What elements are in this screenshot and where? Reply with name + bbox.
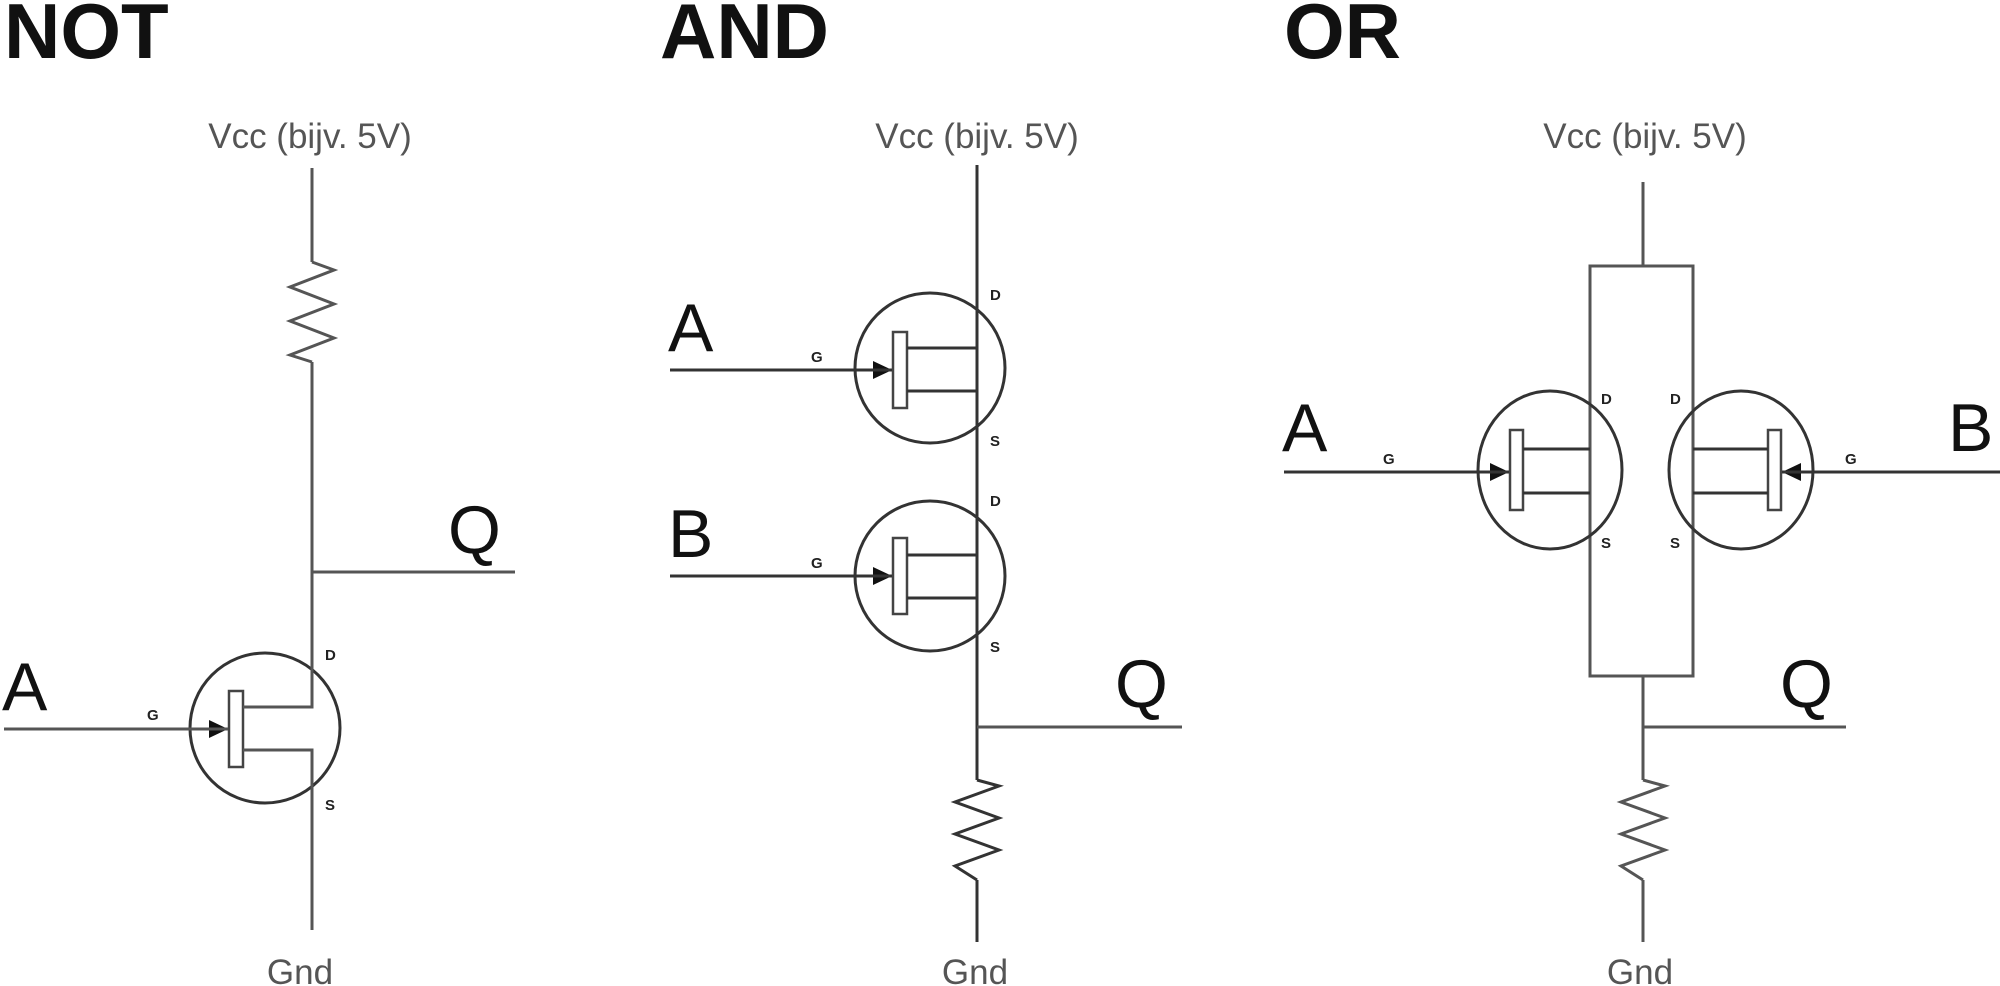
or-gnd-label: Gnd [1607, 953, 1673, 986]
and-q-label: Q [1115, 646, 1168, 722]
and-gnd-label: Gnd [942, 953, 1008, 986]
or-parallel-rails [1588, 264, 1695, 678]
drain-pin-label: D [325, 647, 336, 664]
transistor-gate-plate [891, 536, 909, 616]
and-transistor-b: D S G [811, 493, 1007, 656]
source-pin-label: S [990, 433, 1000, 450]
and-input-a-label: A [668, 290, 714, 366]
not-input-a-label: A [2, 649, 48, 725]
not-resistor [285, 260, 339, 364]
and-vcc-label: Vcc (bijv. 5V) [875, 117, 1079, 156]
gate-pin-label: G [811, 349, 823, 366]
or-transistor-a: D S G [1383, 389, 1624, 552]
not-vcc-label: Vcc (bijv. 5V) [208, 117, 412, 156]
or-vcc-label: Vcc (bijv. 5V) [1543, 117, 1747, 156]
transistor-body [1667, 389, 1815, 551]
or-resistor [1616, 778, 1670, 882]
transistor-source-lead [243, 748, 314, 930]
source-pin-label: S [1670, 535, 1680, 552]
transistor-drain-lead [243, 656, 314, 709]
gate-pin-label: G [811, 555, 823, 572]
and-transistor-a: D S G [811, 287, 1007, 450]
or-input-b-label: B [1948, 390, 1993, 466]
transistor-gate-plate [891, 330, 909, 410]
drain-pin-label: D [990, 287, 1001, 304]
transistor-gate-plate [1508, 428, 1525, 512]
transistor-body [1476, 389, 1624, 551]
and-title: AND [660, 0, 829, 75]
not-title: NOT [4, 0, 169, 75]
transistor-body [853, 291, 1007, 445]
gate-pin-label: G [1845, 451, 1857, 468]
source-pin-label: S [990, 639, 1000, 656]
drain-pin-label: D [1670, 391, 1681, 408]
not-gate: NOT Vcc (bijv. 5V) Q D S G A Gnd [2, 0, 515, 986]
or-input-a-label: A [1282, 390, 1328, 466]
or-title: OR [1284, 0, 1401, 75]
transistor-gate-plate [227, 689, 245, 769]
not-transistor: D S G [147, 647, 342, 930]
or-q-label: Q [1780, 646, 1833, 722]
not-gnd-label: Gnd [267, 953, 333, 986]
or-gate: OR Vcc (bijv. 5V) D S G A D S G [1282, 0, 2000, 986]
source-pin-label: S [1601, 535, 1611, 552]
and-resistor [950, 778, 1004, 882]
drain-pin-label: D [1601, 391, 1612, 408]
not-q-label: Q [448, 492, 501, 568]
source-pin-label: S [325, 797, 335, 814]
and-gate: AND Vcc (bijv. 5V) D S G A D S G B [660, 0, 1182, 986]
transistor-gate-plate [1766, 428, 1783, 512]
drain-pin-label: D [990, 493, 1001, 510]
gate-pin-label: G [147, 707, 159, 724]
and-input-b-label: B [668, 496, 713, 572]
gate-pin-label: G [1383, 451, 1395, 468]
